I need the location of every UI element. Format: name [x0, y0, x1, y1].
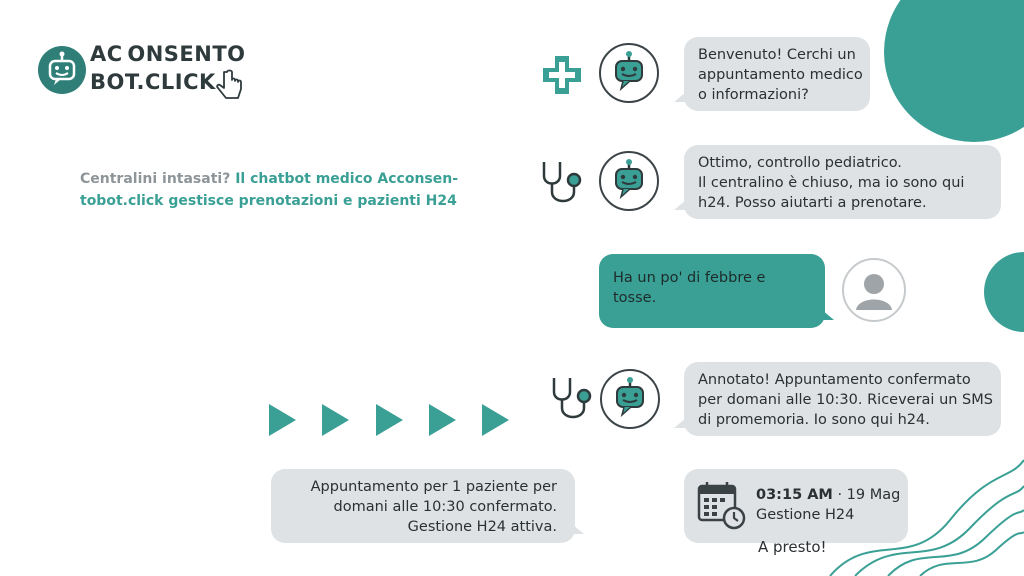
arrow-right-icon [269, 404, 296, 436]
status-card: 03:15 AM · 19 Mag Gestione H24 [684, 469, 908, 543]
status-time: 03:15 AM [756, 487, 833, 503]
arrow-right-icon [322, 404, 349, 436]
bubble-tail [674, 92, 686, 102]
status-label: Gestione H24 [756, 507, 855, 523]
bubble-tail [822, 310, 834, 320]
logo-line-2: BOT.CLICK [90, 70, 216, 94]
tagline-highlight-1: Il chatbot medico Acconsen- [235, 171, 459, 187]
calendar-clock-icon [697, 482, 746, 530]
logo-line-1: AC ONSENTO [90, 42, 246, 66]
robot-icon [615, 159, 643, 200]
bot-avatar [599, 43, 659, 103]
robot-icon [615, 51, 643, 92]
farewell-text: A presto! [758, 538, 827, 556]
bot-avatar [600, 369, 660, 429]
arrow-right-icon [376, 404, 403, 436]
stethoscope-icon [542, 162, 582, 203]
bot-avatar [599, 151, 659, 211]
robot-icon [616, 377, 644, 418]
tagline-lead: Centralini intasati? [80, 171, 236, 187]
decorative-circle-top [884, 0, 1024, 142]
status-date: · 19 Mag [832, 487, 901, 503]
brand-logo: AC ONSENTO BOT.CLICK [38, 42, 278, 104]
decorative-circle-right [984, 252, 1024, 332]
tagline-highlight-2: tobot.click gestisce prenotazioni e pazi… [80, 193, 457, 209]
pointer-hand-icon [216, 69, 242, 99]
user-message: Ha un po' di febbre e tosse. [599, 254, 825, 328]
stethoscope-icon [552, 378, 592, 419]
bubble-tail [674, 200, 686, 210]
summary-message: Appuntamento per 1 paziente per domani a… [271, 469, 575, 543]
bot-message-3: Annotato! Appuntamento confermato per do… [684, 362, 1001, 436]
medical-cross-icon [543, 56, 581, 94]
logo-robot-icon [38, 46, 86, 94]
bubble-tail [572, 524, 584, 534]
tagline: Centralini intasati? Il chatbot medico A… [80, 168, 470, 212]
user-avatar-icon [842, 258, 906, 322]
bubble-tail [674, 418, 686, 428]
decorative-waves [829, 459, 1024, 576]
arrow-right-icon [482, 404, 509, 436]
bot-message-2: Ottimo, controllo pediatrico. Il central… [684, 145, 1001, 219]
bot-message-1: Benvenuto! Cerchi un appuntamento medico… [684, 37, 870, 111]
arrow-right-icon [429, 404, 456, 436]
